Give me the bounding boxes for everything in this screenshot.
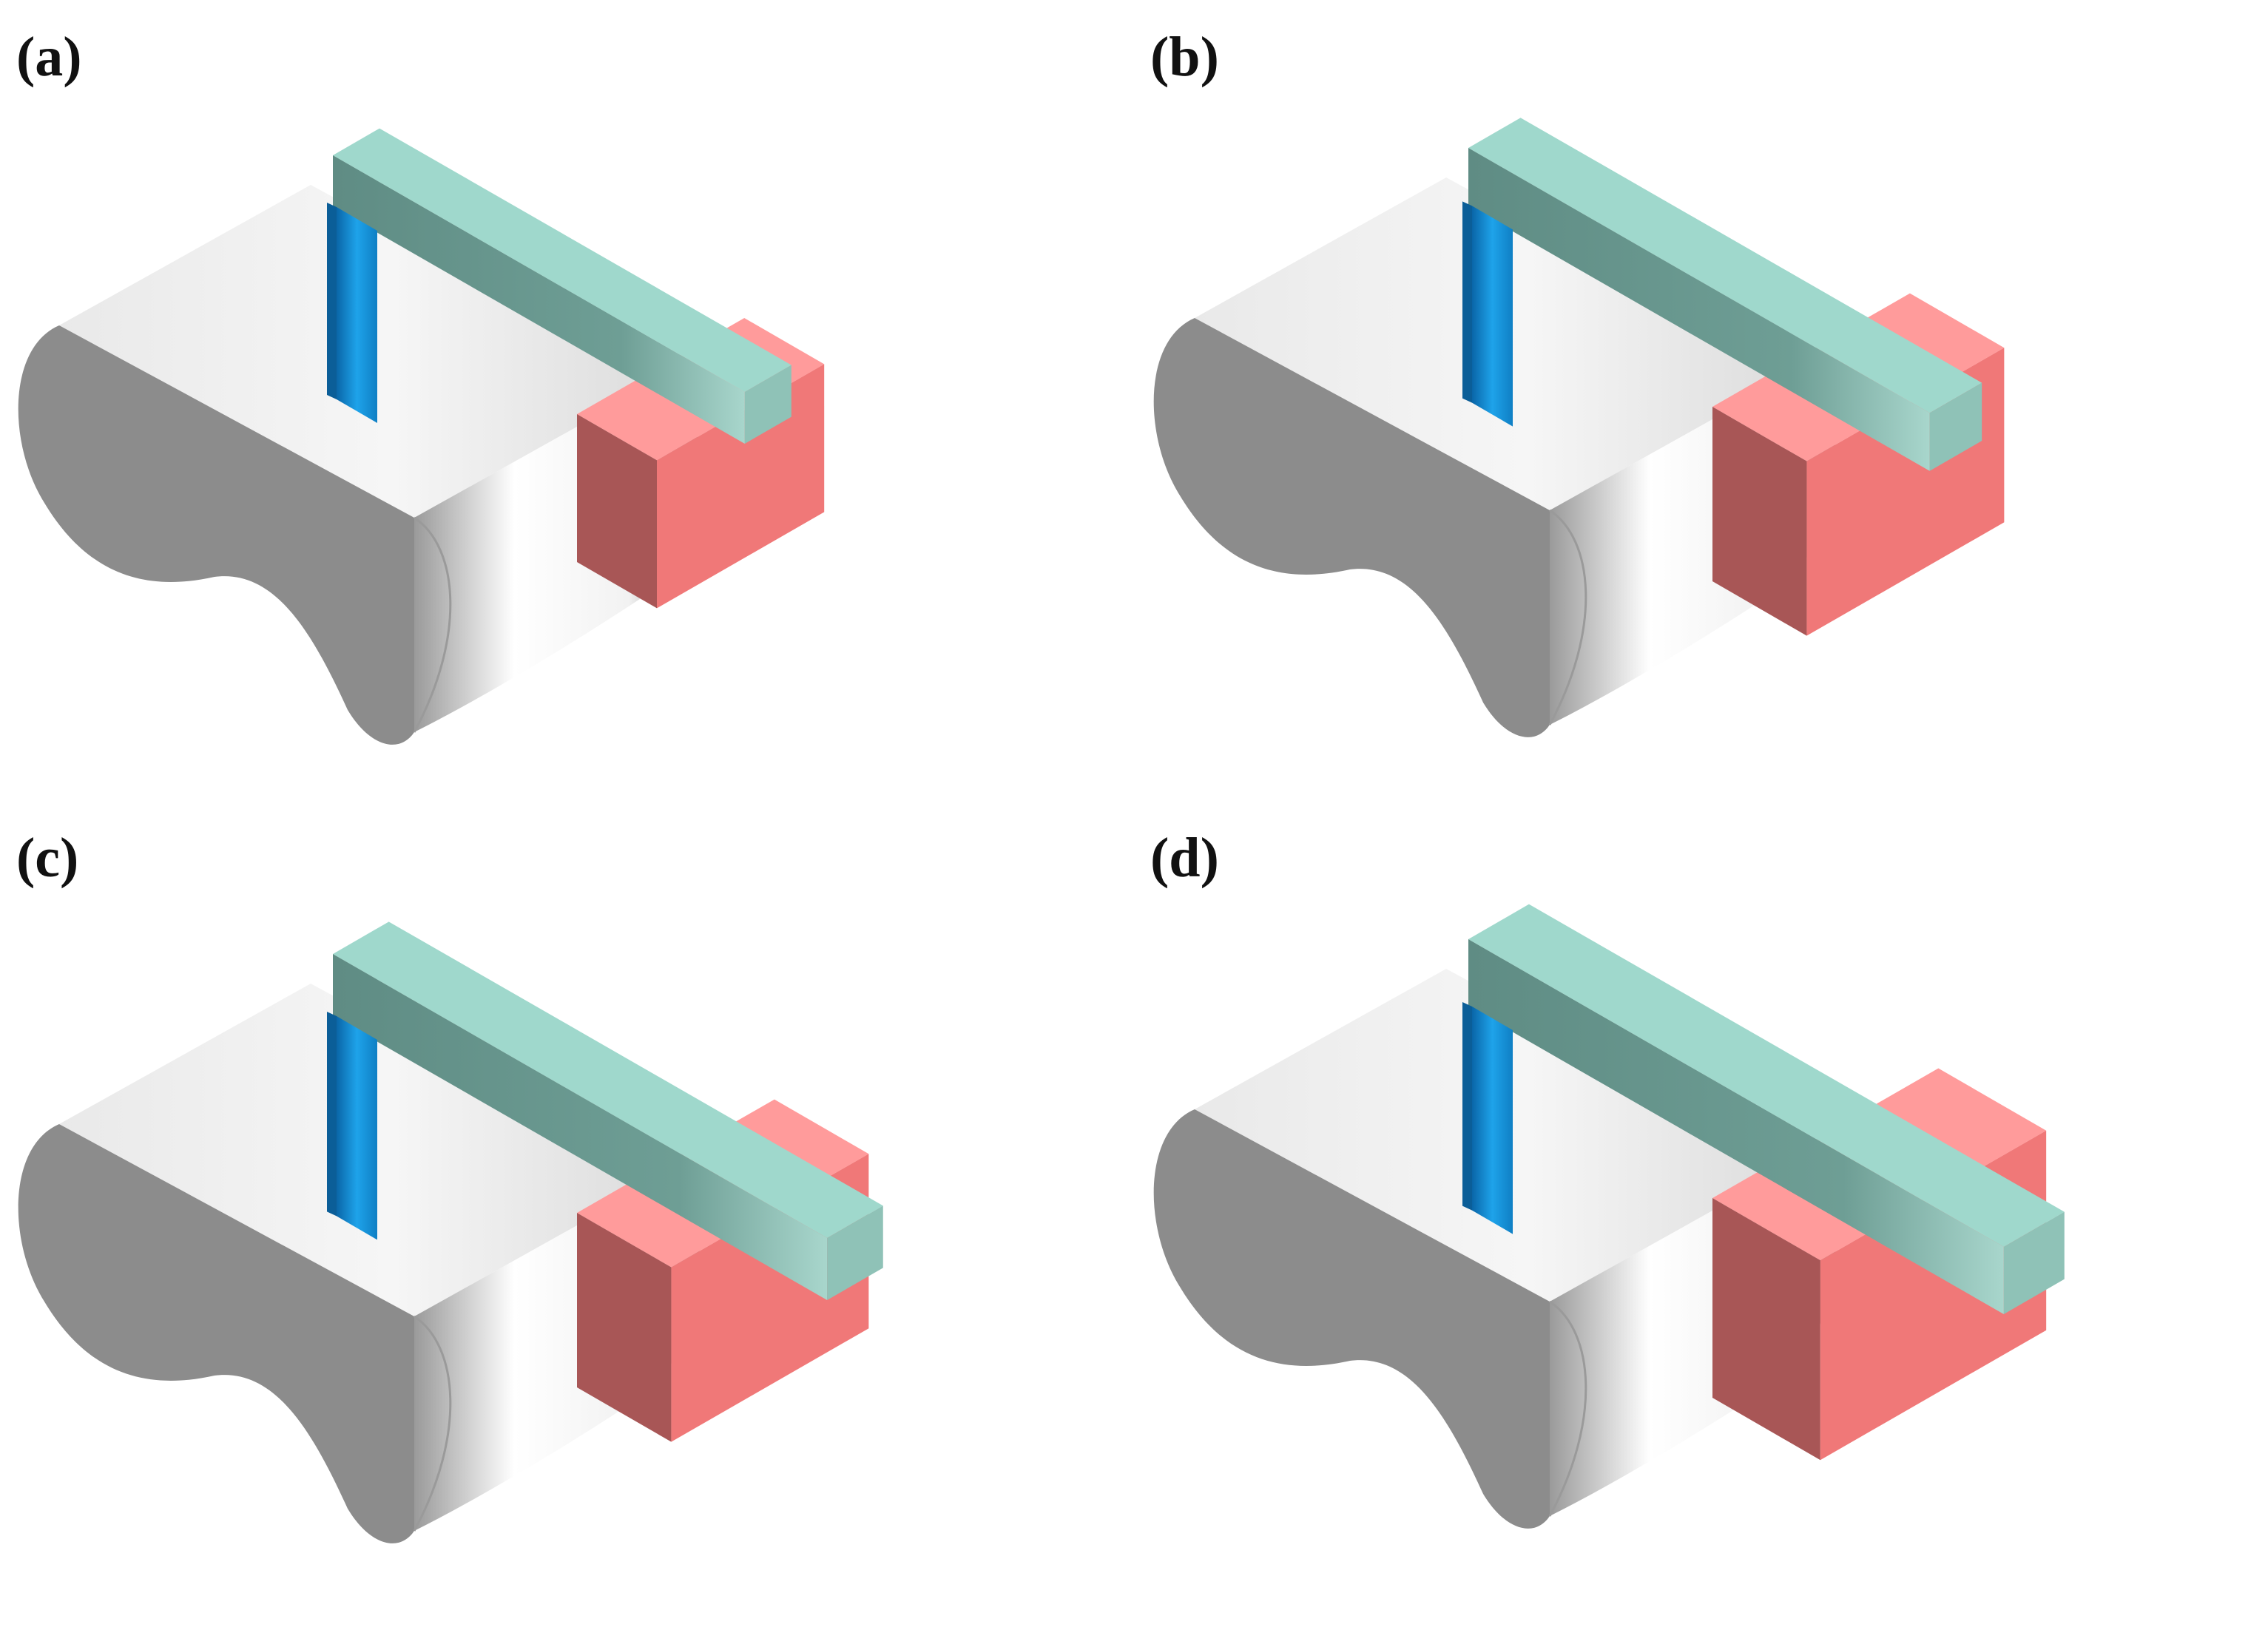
body-edge <box>413 1315 452 1532</box>
bridge-end-face <box>1929 382 1982 471</box>
diagram-panel-d <box>1153 904 2065 1529</box>
bridge-end-face <box>744 365 792 444</box>
panel-label-d: (d) <box>1150 827 1219 889</box>
body-edge <box>413 516 452 733</box>
block-front-face <box>1712 407 1807 636</box>
block-side-face <box>657 364 825 609</box>
post-side-face <box>1462 1002 1472 1211</box>
bridge-front-face <box>1468 148 1930 471</box>
diagram-panel-b <box>1153 118 2005 737</box>
bridge-top-face <box>333 128 792 392</box>
block-front-face <box>577 414 657 609</box>
post-front-face <box>337 207 377 423</box>
post-front-face <box>337 1016 377 1240</box>
post-front-face <box>1472 206 1513 427</box>
diagram-panel-c <box>18 921 883 1543</box>
bridge-front-face <box>1468 939 2004 1314</box>
panel-label-b: (b) <box>1150 26 1219 88</box>
block-front-face <box>1712 1198 1820 1461</box>
post-side-face <box>327 203 337 399</box>
bridge-end-face <box>827 1205 883 1300</box>
bridge-front-face <box>333 954 828 1300</box>
bridge-top-face <box>1468 118 1982 413</box>
bridge-top-face <box>333 921 883 1238</box>
panels-layer: (a) (b) (c) (d) <box>16 26 2065 1543</box>
bridge-top-face <box>1468 904 2065 1247</box>
diagram-panel-a <box>18 128 825 745</box>
block-front-face <box>577 1213 672 1442</box>
panel-label-a: (a) <box>16 26 82 88</box>
post-front-face <box>1472 1007 1513 1234</box>
post-side-face <box>1462 201 1472 403</box>
body-edge <box>1548 509 1587 725</box>
body-edge <box>1548 1300 1587 1517</box>
post-side-face <box>327 1012 337 1217</box>
bridge-end-face <box>2003 1211 2065 1314</box>
bridge-front-face <box>333 155 745 444</box>
panel-label-c: (c) <box>16 827 78 889</box>
